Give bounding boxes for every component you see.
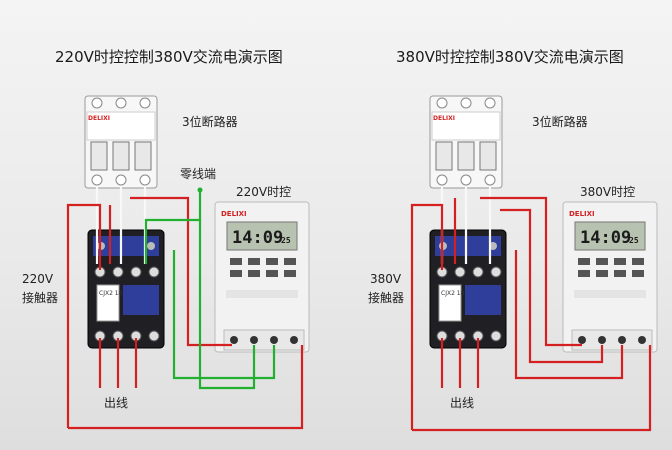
- left-output-label: 出线: [104, 396, 128, 410]
- right-timer-key[interactable]: [632, 258, 644, 265]
- right-breaker-label: 3位断路器: [532, 114, 588, 129]
- left-timer-key[interactable]: [266, 258, 278, 265]
- right-timer-brand: DELIXI: [569, 210, 595, 218]
- left-breaker: DELIXI: [84, 95, 158, 189]
- left-timer-brand: DELIXI: [221, 210, 247, 218]
- left-timer-key[interactable]: [266, 270, 278, 277]
- right-timer-time: 14:09: [580, 228, 631, 248]
- left-timer-seconds: 25: [281, 236, 291, 245]
- right-timer-key[interactable]: [632, 270, 644, 277]
- right-timer-key[interactable]: [578, 258, 590, 265]
- left-neutral-label: 零线端: [180, 167, 216, 181]
- left-wires: [66, 186, 304, 430]
- right-wires: [410, 186, 652, 432]
- left-timer-time: 14:09: [232, 228, 283, 248]
- right-timer-key[interactable]: [614, 270, 626, 277]
- right-timer-seconds: 25: [629, 236, 639, 245]
- left-timer-key[interactable]: [230, 270, 242, 277]
- left-timer-key[interactable]: [284, 270, 296, 277]
- left-timer-key[interactable]: [248, 258, 260, 265]
- right-timer-key[interactable]: [578, 270, 590, 277]
- right-output-label: 出线: [450, 396, 474, 410]
- right-diagram: 380V时控控制380V交流电演示图 DELIXI 3位断路器 380V时控: [368, 48, 658, 432]
- right-contactor-label-voltage: 380V: [370, 272, 402, 286]
- left-timer-label: 220V时控: [236, 185, 291, 199]
- right-timer-key[interactable]: [614, 258, 626, 265]
- left-title: 220V时控控制380V交流电演示图: [55, 48, 283, 66]
- left-timer-key[interactable]: [248, 270, 260, 277]
- right-contactor-label-name: 接触器: [368, 290, 404, 305]
- left-contactor-model: CJX2 1810: [99, 290, 130, 297]
- right-timer: DELIXI 14:09 25: [562, 201, 658, 353]
- right-breaker-brand: DELIXI: [433, 115, 455, 122]
- left-contactor-label-voltage: 220V: [22, 272, 54, 286]
- left-timer-key[interactable]: [284, 258, 296, 265]
- left-breaker-brand: DELIXI: [88, 115, 110, 122]
- right-breaker: DELIXI: [429, 95, 503, 189]
- right-contactor: CJX2 1810: [429, 229, 507, 349]
- right-title: 380V时控控制380V交流电演示图: [396, 48, 624, 66]
- left-timer-key[interactable]: [230, 258, 242, 265]
- left-timer: DELIXI 14:09 25: [214, 201, 310, 353]
- right-timer-key[interactable]: [596, 258, 608, 265]
- right-timer-key[interactable]: [596, 270, 608, 277]
- left-diagram: 220V时控控制380V交流电演示图 DELIXI 3位断路器 零线端 220V…: [22, 48, 310, 430]
- right-contactor-model: CJX2 1810: [441, 290, 472, 297]
- left-breaker-label: 3位断路器: [182, 114, 238, 129]
- left-contactor-label-name: 接触器: [22, 290, 58, 305]
- right-timer-label: 380V时控: [580, 185, 635, 199]
